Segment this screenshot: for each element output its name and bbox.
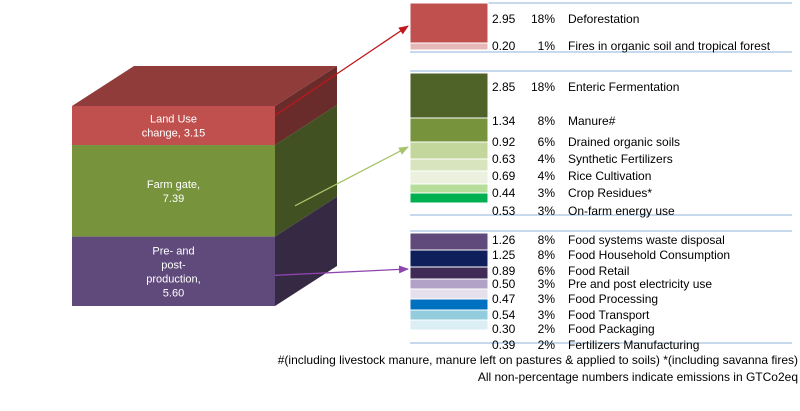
- bar-2-5: [409, 298, 489, 311]
- bar-0-1: [409, 42, 489, 51]
- group-0: 2.95 18% Deforestation 0.20 1% Fires in organ…: [409, 2, 771, 53]
- bar-2-2: [409, 266, 489, 280]
- pct-label-1-5: 3%: [538, 186, 556, 200]
- pct-label-2-5: 3%: [538, 308, 556, 322]
- stack-side-2: [275, 196, 337, 306]
- group-2: 1.26 8% Food systems waste disposal 1.25 8% F…: [409, 232, 730, 352]
- pct-label-1-0: 18%: [531, 80, 555, 94]
- bar-1-2: [409, 141, 489, 160]
- stack-front-0: [72, 106, 275, 146]
- value-label-2-4: 0.47: [492, 292, 516, 306]
- group-1: 2.85 18% Enteric Fermentation 1.34 8% Manure#…: [409, 72, 680, 218]
- stack-front-1: [72, 145, 275, 237]
- breakdown-groups: 2.95 18% Deforestation 0.20 1% Fires in organ…: [409, 2, 792, 352]
- value-label-2-2: 0.89: [492, 264, 516, 278]
- pct-label-2-7: 2%: [538, 338, 556, 352]
- bar-2-3: [409, 278, 489, 290]
- value-label-1-0: 2.85: [492, 80, 516, 94]
- category-label-2-0: Food systems waste disposal: [568, 233, 725, 247]
- bar-2-0: [409, 232, 489, 251]
- stack-side-0: [275, 66, 337, 146]
- value-label-2-6: 0.30: [492, 322, 516, 336]
- category-label-1-4: Rice Cultivation: [568, 169, 651, 183]
- value-label-2-7: 0.39: [492, 338, 516, 352]
- stack-label-1: Farm gate,7.39: [147, 179, 200, 205]
- category-label-1-2: Drained organic soils: [568, 135, 680, 149]
- pct-label-2-0: 8%: [538, 233, 556, 247]
- pct-label-0-1: 1%: [538, 39, 556, 53]
- stack-top: [72, 66, 337, 106]
- value-label-1-6: 0.53: [492, 204, 516, 218]
- category-label-1-1: Manure#: [568, 114, 616, 128]
- pct-label-1-4: 4%: [538, 169, 556, 183]
- category-label-2-6: Food Packaging: [568, 322, 655, 336]
- bar-2-4: [409, 288, 489, 300]
- stack-front-2: [72, 236, 275, 306]
- stack-side-1: [275, 105, 337, 237]
- pct-label-0-0: 18%: [531, 12, 555, 26]
- category-label-0-0: Deforestation: [568, 12, 639, 26]
- value-label-0-0: 2.95: [492, 12, 516, 26]
- bar-1-1: [409, 117, 489, 143]
- pct-label-1-1: 8%: [538, 114, 556, 128]
- pct-label-1-3: 4%: [538, 152, 556, 166]
- category-label-2-7: Fertilizers Manufacturing: [568, 338, 699, 352]
- category-label-2-4: Food Processing: [568, 292, 658, 306]
- value-label-0-1: 0.20: [492, 39, 516, 53]
- value-label-1-4: 0.69: [492, 169, 516, 183]
- pct-label-1-6: 3%: [538, 204, 556, 218]
- pct-label-2-4: 3%: [538, 292, 556, 306]
- bar-0-0: [409, 2, 489, 44]
- bar-1-6: [409, 192, 489, 204]
- pct-label-1-2: 6%: [538, 135, 556, 149]
- category-label-1-0: Enteric Fermentation: [568, 80, 679, 94]
- bar-1-4: [409, 170, 489, 185]
- footnote-definitions: #(including livestock manure, manure lef…: [277, 353, 798, 367]
- value-label-1-5: 0.44: [492, 186, 516, 200]
- category-label-1-3: Synthetic Fertilizers: [568, 152, 673, 166]
- category-label-2-3: Pre and post electricity use: [568, 277, 712, 291]
- pct-label-2-2: 6%: [538, 264, 556, 278]
- pct-label-2-3: 3%: [538, 277, 556, 291]
- value-label-1-3: 0.63: [492, 152, 516, 166]
- value-label-2-1: 1.25: [492, 248, 516, 262]
- category-label-0-1: Fires in organic soil and tropical fores…: [568, 39, 771, 53]
- bar-2-7: [409, 319, 489, 331]
- value-label-2-0: 1.26: [492, 233, 516, 247]
- value-label-1-1: 1.34: [492, 114, 516, 128]
- category-label-1-5: Crop Residues*: [568, 186, 652, 200]
- connector-arrow-0: [274, 25, 409, 117]
- bar-1-5: [409, 183, 489, 194]
- connector-arrow-2: [274, 265, 409, 276]
- category-label-2-5: Food Transport: [568, 308, 650, 322]
- bar-2-1: [409, 249, 489, 268]
- pct-label-2-1: 8%: [538, 248, 556, 262]
- value-label-2-5: 0.54: [492, 308, 516, 322]
- connector-arrows: [274, 25, 409, 276]
- value-label-2-3: 0.50: [492, 277, 516, 291]
- bar-1-0: [409, 72, 489, 119]
- pct-label-2-6: 2%: [538, 322, 556, 336]
- category-label-2-1: Food Household Consumption: [568, 248, 730, 262]
- bar-1-3: [409, 158, 489, 172]
- bar-2-6: [409, 309, 489, 321]
- stack-segment-1: Farm gate,7.39: [72, 105, 337, 237]
- footnote-units: All non-percentage numbers indicate emis…: [477, 370, 798, 384]
- category-label-1-6: On-farm energy use: [568, 204, 675, 218]
- value-label-1-2: 0.92: [492, 135, 516, 149]
- connector-arrow-1: [294, 146, 409, 207]
- category-label-2-2: Food Retail: [568, 264, 629, 278]
